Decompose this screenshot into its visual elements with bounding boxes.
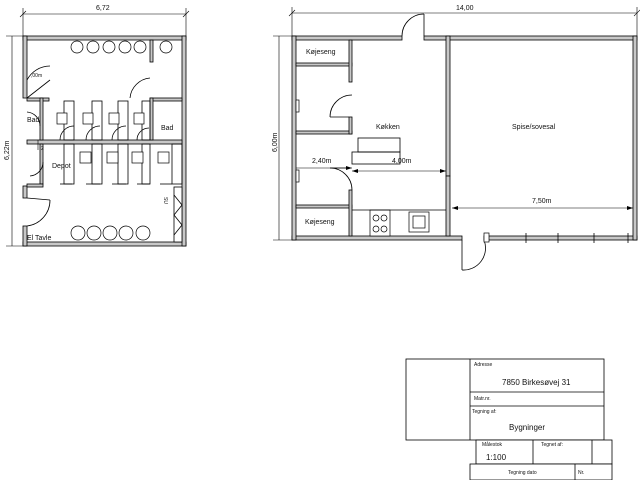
basin-icon (159, 40, 173, 54)
stove-icon (369, 209, 391, 237)
toilet-icon (108, 112, 120, 125)
right-doors (329, 13, 486, 271)
basin-icon (86, 225, 102, 241)
dim-00m-label: ,00m (31, 73, 42, 79)
top-basins (70, 40, 173, 54)
tb-malestok-label: Målestok (482, 441, 503, 448)
dim-2-label: 2 (41, 146, 44, 152)
basin-icon (70, 40, 84, 54)
title-block: Adresse 7850 Birkesøvej 31 Matr.nr. Tegn… (405, 358, 613, 480)
right-width-label: 14,00 (456, 5, 474, 12)
room-label-depot: Depot (52, 163, 71, 170)
room-label-kojeseng-bottom: Køjeseng (305, 219, 335, 226)
kitchen-appliances (352, 209, 446, 237)
left-height-label: 6,22m (4, 140, 11, 160)
su-shelf (173, 194, 183, 236)
upper-cubicles (56, 100, 151, 141)
tb-tegnet-label: Tegnet af: (541, 442, 563, 448)
right-plan: 14,00 6,00m (272, 5, 640, 271)
right-outer-walls (291, 35, 638, 241)
basin-icon (118, 225, 134, 241)
basin-icon (102, 40, 116, 54)
basin-icon (135, 225, 151, 241)
dim-label-750: 7,50m (532, 198, 552, 205)
room-label-kokken: Køkken (376, 124, 400, 131)
right-width-dimension: 14,00 (288, 5, 640, 38)
basin-icon (102, 225, 118, 241)
basin-icon (133, 40, 147, 54)
window-marks (295, 99, 629, 243)
tb-tegning-value: Bygninger (509, 423, 545, 432)
room-label-kojeseng-top: Køjeseng (306, 49, 336, 56)
toilet-icon (133, 112, 145, 125)
tb-nr-label: Nr. (578, 470, 584, 476)
room-label-bad-left: Bad (27, 117, 40, 124)
tb-adresse-value: 7850 Birkesøvej 31 (502, 378, 571, 387)
toilet-icon (56, 112, 68, 125)
interior-dimensions (296, 166, 633, 210)
toilet-icon (157, 151, 170, 164)
tb-tegning-label: Tegning af: (472, 409, 496, 415)
room-label-spise-sovesal: Spise/sovesal (512, 124, 556, 131)
su-label: SU (162, 197, 168, 204)
burner-icon (372, 225, 380, 233)
basin-icon (70, 225, 86, 241)
left-doors (26, 65, 151, 227)
tb-tegning-dato-label: Tegning dato (508, 470, 537, 476)
lower-cubicles (60, 143, 183, 185)
right-height-label: 6,00m (272, 132, 279, 152)
right-height-dimension: 6,00m (272, 35, 295, 241)
basin-icon (86, 40, 100, 54)
room-label-bad-right: Bad (161, 125, 174, 132)
dim-label-240: 2,40m (312, 158, 332, 165)
tb-adresse-label: Adresse (474, 362, 493, 368)
toilet-icon (131, 151, 144, 164)
dim-label-400: 4,00m (392, 158, 412, 165)
left-interior-walls (26, 39, 183, 243)
room-label-el-tavle: El Tavle (27, 235, 51, 242)
burner-icon (372, 214, 380, 222)
tb-matr-label: Matr.nr. (474, 396, 491, 402)
basin-icon (118, 40, 132, 54)
toilet-icon (106, 151, 119, 164)
left-plan: 6,72 6,22m (4, 5, 190, 247)
tb-malestok-value: 1:100 (486, 453, 507, 462)
toilet-icon (82, 112, 94, 125)
bottom-basins (70, 225, 151, 241)
left-width-label: 6,72 (96, 5, 110, 12)
toilet-icon (79, 151, 92, 164)
left-outer-walls (22, 35, 187, 247)
right-interior-walls (295, 35, 451, 237)
burner-icon (380, 214, 388, 222)
left-width-dimension: 6,72 (19, 5, 190, 38)
burner-icon (380, 225, 388, 233)
